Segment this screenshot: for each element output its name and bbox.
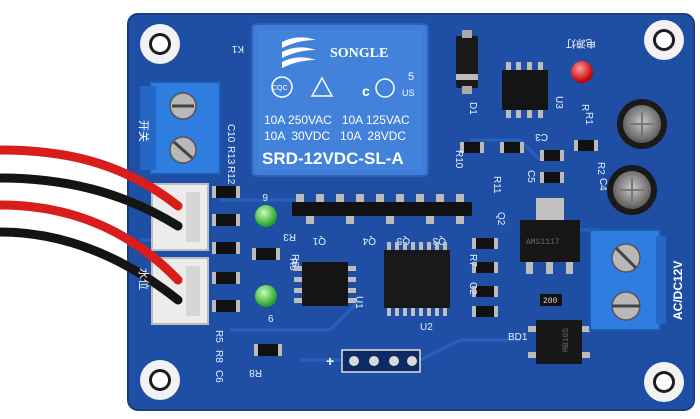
label-r7: R7 <box>467 254 478 267</box>
smd-parts-top <box>460 140 598 183</box>
led-mark-top: 6 <box>262 191 268 202</box>
label-c2: C2 <box>467 282 478 295</box>
left-screw-terminal <box>140 81 221 175</box>
capacitor-c1 <box>617 99 667 149</box>
relay-ul-text: US <box>402 88 415 98</box>
label-r9: R9 <box>287 258 298 271</box>
led-mark-bottom: 6 <box>268 314 274 325</box>
power-label: AC/DC12V <box>671 261 685 320</box>
wires <box>0 145 183 305</box>
ul-circle <box>375 78 395 98</box>
label-q1: Q1 <box>312 235 326 246</box>
label-r5: R5 <box>213 330 224 343</box>
label-c6: C6 <box>213 370 224 383</box>
cqc-mark <box>271 76 293 98</box>
smd-resistor-200 <box>540 294 562 306</box>
label-r8-left: R8 <box>213 350 224 363</box>
smd-resistor-text: 200 <box>543 297 558 306</box>
label-q3: Q3 <box>432 235 446 246</box>
header-pins <box>341 349 421 373</box>
relay-pin-count: 5 <box>408 71 414 83</box>
power-screw-terminal <box>589 229 666 331</box>
regulator-text: AMS1117 <box>526 238 560 247</box>
left-top-label: 开关 <box>137 120 151 142</box>
rectifier-text: MB10S <box>562 328 571 352</box>
label-r8: R8 <box>249 367 262 378</box>
label-r: R <box>579 104 590 111</box>
plus-sign: + <box>326 353 334 369</box>
relay-cert: CQC <box>272 85 288 92</box>
label-u3: U3 <box>553 96 564 109</box>
red-led <box>571 61 593 83</box>
voltage-regulator <box>520 198 580 274</box>
label-r12: R12 <box>225 166 236 185</box>
bridge-rectifier <box>528 320 590 364</box>
led-label: 电源灯 <box>566 37 596 50</box>
label-k1: K1 <box>231 43 244 54</box>
label-u2: U2 <box>420 322 433 333</box>
ul-mark-icon: c <box>362 83 370 99</box>
relay-brand: SONGLE <box>330 46 388 61</box>
label-d1: D1 <box>467 102 478 115</box>
label-bd1: BD1 <box>508 332 528 343</box>
label-r13: R13 <box>225 146 236 165</box>
label-u1: U1 <box>353 296 364 309</box>
label-q4: Q4 <box>362 235 376 246</box>
chip-u2 <box>384 242 450 316</box>
label-r10: R10 <box>453 150 464 169</box>
left-bottom-label: 水位 <box>137 268 151 290</box>
mounting-holes <box>140 20 684 402</box>
label-r6: R6 <box>289 254 300 267</box>
label-r11: R11 <box>491 176 502 194</box>
capacitor-c2 <box>607 165 657 215</box>
green-led-top <box>255 205 277 227</box>
relay-rating-line-1: 10A 250VAC 10A 125VAC <box>264 113 410 127</box>
chip-u1 <box>294 262 356 306</box>
label-c10: C10 <box>225 124 236 143</box>
label-c4: C4 <box>597 178 608 191</box>
label-c5: C5 <box>525 170 536 183</box>
relay-rating-line-2: 10A 30VDC 10A 28VDC <box>264 129 406 143</box>
warning-triangle-icon <box>310 76 334 97</box>
label-q5: Q5 <box>396 235 410 246</box>
label-r1: R1 <box>583 112 594 125</box>
diode-d1 <box>456 30 478 94</box>
smd-parts-mid <box>472 238 498 317</box>
smd-resistors-left <box>212 186 282 356</box>
relay: SONGLE 5 CQC c US 10A 250VAC 10A 125VAC … <box>251 23 429 177</box>
relay-model: SRD-12VDC-SL-A <box>262 149 404 168</box>
label-r2: R2 <box>595 162 606 175</box>
label-c3: C3 <box>535 131 548 142</box>
transistor-row <box>292 194 472 224</box>
songle-logo <box>282 37 316 68</box>
label-q2: Q2 <box>495 212 506 226</box>
green-led-bottom <box>255 285 277 307</box>
label-r3: R3 <box>283 231 296 242</box>
chip-u3 <box>502 62 548 118</box>
